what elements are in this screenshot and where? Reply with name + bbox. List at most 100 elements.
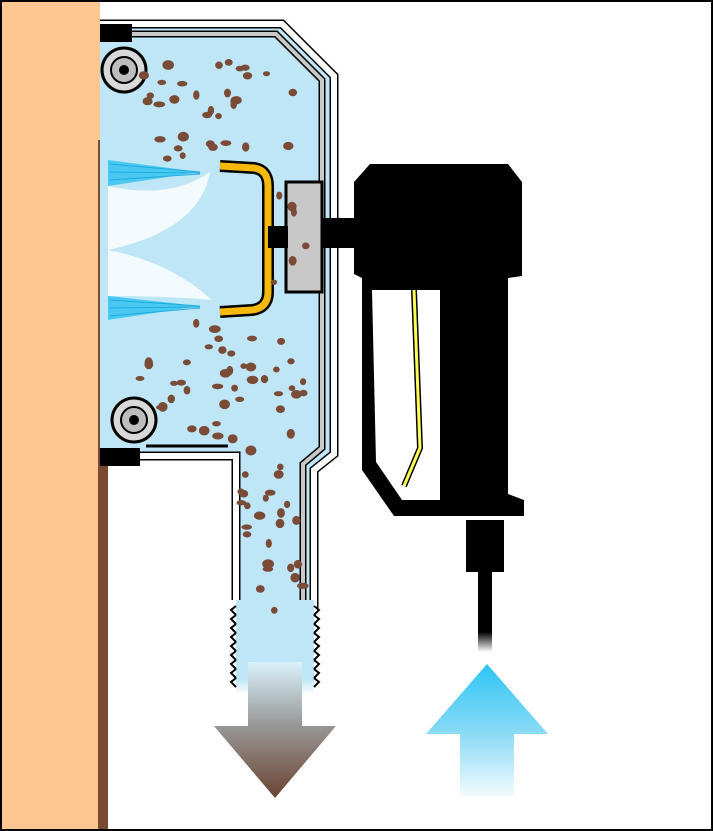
debris-particle [219,369,231,378]
debris-particle [283,141,294,151]
debris-particle [231,384,239,392]
debris-particle [183,385,191,395]
debris-particle [177,131,189,142]
spray-nozzles [108,160,212,320]
debris-particle [253,511,266,520]
debris-particle [273,391,284,397]
debris-particle [204,344,213,350]
thread-tooth [229,605,237,616]
debris-particle [193,90,200,100]
debris-particle [277,463,284,471]
debris-particle [208,325,221,333]
debris-particle [146,92,154,99]
debris-particle [245,445,257,456]
debris-particle [230,99,237,110]
debris-particle [293,559,302,569]
debris-particle [260,375,269,384]
debris-particle [262,559,274,569]
thread-tooth [313,641,321,652]
debris-particle [241,524,252,530]
debris-particle [273,366,280,373]
seal-rollers [100,46,158,444]
debris-particle [270,279,278,285]
debris-particle [163,61,171,67]
debris-particle [193,318,200,328]
debris-particle [288,255,297,266]
debris-particle [242,142,250,152]
debris-particle [275,405,285,414]
debris-particle [208,143,218,151]
thread-tooth [313,623,321,634]
debris-particle [173,145,183,152]
thread-tooth [229,623,237,634]
debris-particle [163,155,172,162]
debris-particle [288,385,296,392]
debris-particles [135,59,310,614]
outflow-arrow [214,662,336,798]
debris-particle [227,350,236,357]
debris-particle [292,515,301,525]
thread-tooth [313,650,321,661]
debris-particle [262,494,269,502]
thread-tooth [229,677,237,688]
debris-particle [218,346,227,354]
debris-particle [265,538,272,548]
debris-particle [240,363,247,369]
debris-particle [241,471,249,478]
debris-particle [167,394,175,404]
debris-particle [276,191,283,200]
debris-particle [287,563,295,573]
debris-particle [158,402,168,412]
thread-tooth [313,677,321,688]
debris-particle [215,113,222,120]
debris-particle [236,500,247,506]
thread-tooth [229,614,237,625]
thread-tooth [313,614,321,625]
thread-tooth [229,668,237,679]
debris-particle [219,399,231,410]
debris-particle [284,500,291,509]
debris-particle [169,95,180,104]
air-tool [354,164,524,572]
debris-particle [246,375,259,385]
debris-particle [138,71,149,80]
roller-icon [110,396,158,444]
debris-particle [299,389,308,397]
debris-particle [255,585,265,593]
debris-particle [214,335,224,343]
debris-particle [142,97,153,106]
debris-particle [157,79,167,86]
debris-particle [275,518,285,529]
debris-particle [224,59,233,66]
debris-particle [273,470,284,479]
debris-particle [215,61,223,69]
debris-particle [153,101,166,108]
debris-particle [187,425,197,433]
debris-particle [287,201,297,212]
debris-particle [198,425,210,436]
thread-tooth [229,650,237,661]
debris-particle [300,378,307,386]
debris-particle [264,489,276,496]
debris-particle [235,396,245,402]
debris-particle [144,357,153,368]
debris-particle [297,582,309,589]
debris-particle [212,432,224,440]
debris-particle [176,379,186,386]
debris-particle [224,88,231,98]
air-hose [478,572,492,652]
debris-particle [242,531,252,538]
debris-particle [263,71,270,77]
debris-particle [202,111,213,119]
debris-particle [182,359,191,366]
debris-particle [212,421,221,427]
debris-particle [245,362,257,372]
thread-tooth [313,632,321,643]
debris-particle [271,606,278,614]
debris-particle [277,337,286,345]
debris-particle [211,383,224,390]
debris-particle [220,140,232,147]
debris-particle [302,242,310,250]
debris-particle [179,152,186,160]
